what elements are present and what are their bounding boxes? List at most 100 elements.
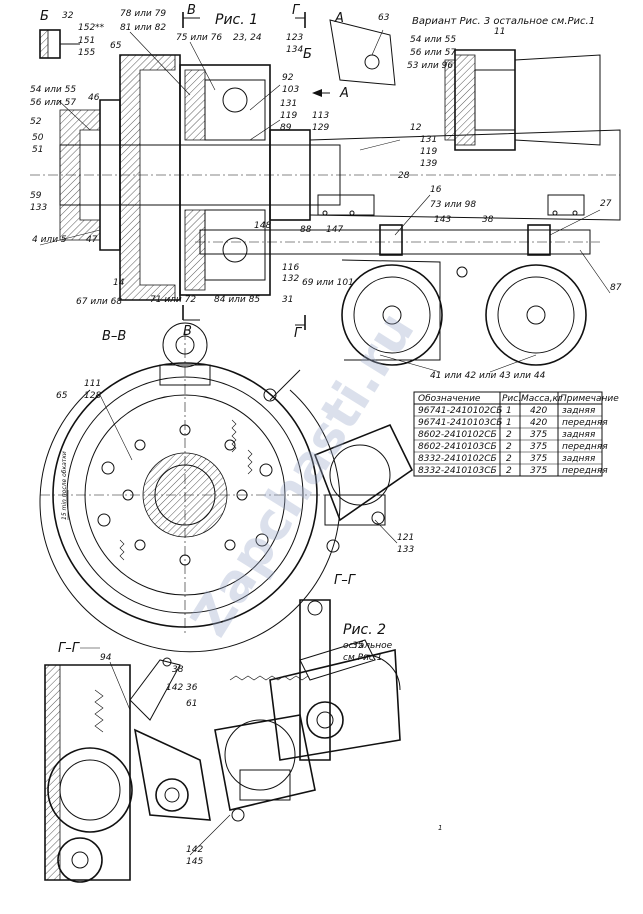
table-cell: 2 [506, 430, 512, 440]
callout: 133 [30, 203, 47, 213]
callout: 103 [282, 85, 299, 95]
callout: 143 [434, 215, 451, 225]
callout: 148 [254, 221, 271, 231]
table-cell: 420 [530, 406, 547, 416]
callout: 56 или 57 [410, 48, 456, 58]
callout: 119 [420, 147, 437, 157]
table-cell: 375 [530, 430, 547, 440]
callout: 65 [56, 391, 68, 401]
table-cell: 2 [506, 454, 512, 464]
variant-note: Вариант Рис. 3 остальное см.Рис.1 [412, 16, 595, 27]
table-cell: 2 [506, 466, 512, 476]
table-cell: передняя [562, 466, 608, 476]
section-b-top: Б [40, 9, 49, 24]
callout: 52 [30, 117, 42, 127]
side-note: 15 min после обкатки [61, 451, 68, 520]
gg-section-left [44, 647, 316, 883]
callout: 28 [398, 171, 410, 181]
callout: 129 [312, 123, 329, 133]
callout: 59 [30, 191, 42, 201]
callout: 142 [166, 683, 183, 693]
callout: 11 [494, 27, 505, 37]
leader-lines [39, 31, 611, 856]
callout: 92 [282, 73, 294, 83]
table-cell: 8602-2410103СБ [418, 442, 497, 452]
callout: 131 [280, 99, 297, 109]
callout: 111 [84, 379, 101, 389]
callout: 75 или 76 [176, 33, 222, 43]
callout: 50 [32, 133, 44, 143]
callout: 67 или 68 [76, 297, 122, 307]
callout: 51 [32, 145, 43, 155]
callout: 65 [110, 41, 122, 51]
table-cell: 2 [506, 442, 512, 452]
callout: 54 или 55 [410, 35, 456, 45]
variant-detail [444, 49, 601, 151]
table-cell: 375 [530, 442, 547, 452]
section-a-arrow: А [339, 86, 349, 101]
callout: 71 или 72 [150, 295, 196, 305]
callout: 53 или 96 [407, 61, 453, 71]
table-header-fig: Рис. [502, 394, 521, 404]
table-cell: 96741-2410102СБ [418, 406, 502, 416]
table-cell: задняя [562, 430, 596, 440]
callout: 132 [282, 274, 299, 284]
callout: 123 [286, 33, 303, 43]
callout: 116 [282, 263, 299, 273]
table-cell: передняя [562, 442, 608, 452]
callout: 12 [410, 123, 422, 133]
callout: 36 [186, 683, 198, 693]
callout: 78 или 79 [120, 9, 166, 19]
callout: 133 [397, 545, 414, 555]
table-header-mass: Масса,кг [521, 394, 563, 404]
section-b-arrow: Б [303, 47, 312, 62]
callout: 54 или 55 [30, 85, 76, 95]
table-cell: 1 [506, 406, 512, 416]
section-v-bottom: В [183, 324, 192, 339]
table-header-designation: Обозначение [418, 394, 481, 404]
callout: 4 или 5 [32, 235, 67, 245]
callout: 14 [113, 278, 125, 288]
callout: 89 [280, 123, 292, 133]
callout: 145 [186, 857, 203, 867]
callout: 87 [610, 283, 622, 293]
callout: 134 [286, 45, 303, 55]
vv-section-view [39, 322, 414, 653]
spec-table: Обозначение Рис. Масса,кг Примечание 967… [413, 391, 619, 477]
table-cell: задняя [562, 454, 596, 464]
callout: 27 [600, 199, 612, 209]
callout: 139 [420, 159, 437, 169]
section-g-top: Г [292, 3, 301, 18]
callout: 84 или 85 [214, 295, 260, 305]
callout: 31 [282, 295, 293, 305]
callout: 38 [482, 215, 494, 225]
vv-label: В–В [102, 329, 126, 344]
table-cell: 375 [530, 466, 547, 476]
callout: 41 или 42 или 43 или 44 [430, 371, 546, 381]
callout: 121 [397, 533, 414, 543]
fig2-note-2: см.Рис.1 [343, 653, 382, 663]
gg-label-2: Г–Г [58, 641, 81, 656]
callout: 35 [352, 641, 364, 651]
callout: 88 [300, 225, 312, 235]
callout: 56 или 57 [30, 98, 76, 108]
table-cell: задняя [562, 406, 596, 416]
callout: 61 [186, 699, 197, 709]
callout: 128 [84, 391, 101, 401]
callout: 94 [100, 653, 112, 663]
callout: 131 [420, 135, 437, 145]
page-mark: 1 [438, 824, 442, 832]
callout: 152** [78, 23, 105, 33]
callout: 147 [326, 225, 343, 235]
section-g-bottom: Г [294, 326, 303, 341]
callout: 63 [378, 13, 390, 23]
table-cell: 375 [530, 454, 547, 464]
section-v-top: В [187, 3, 196, 18]
callouts: 32 152** 151 155 78 или 79 81 или 82 65 … [30, 9, 622, 867]
callout: 32 [62, 11, 74, 21]
callout: 119 [280, 111, 297, 121]
fig2-title: Рис. 2 [343, 622, 386, 638]
table-cell: 8602-2410102СБ [418, 430, 497, 440]
